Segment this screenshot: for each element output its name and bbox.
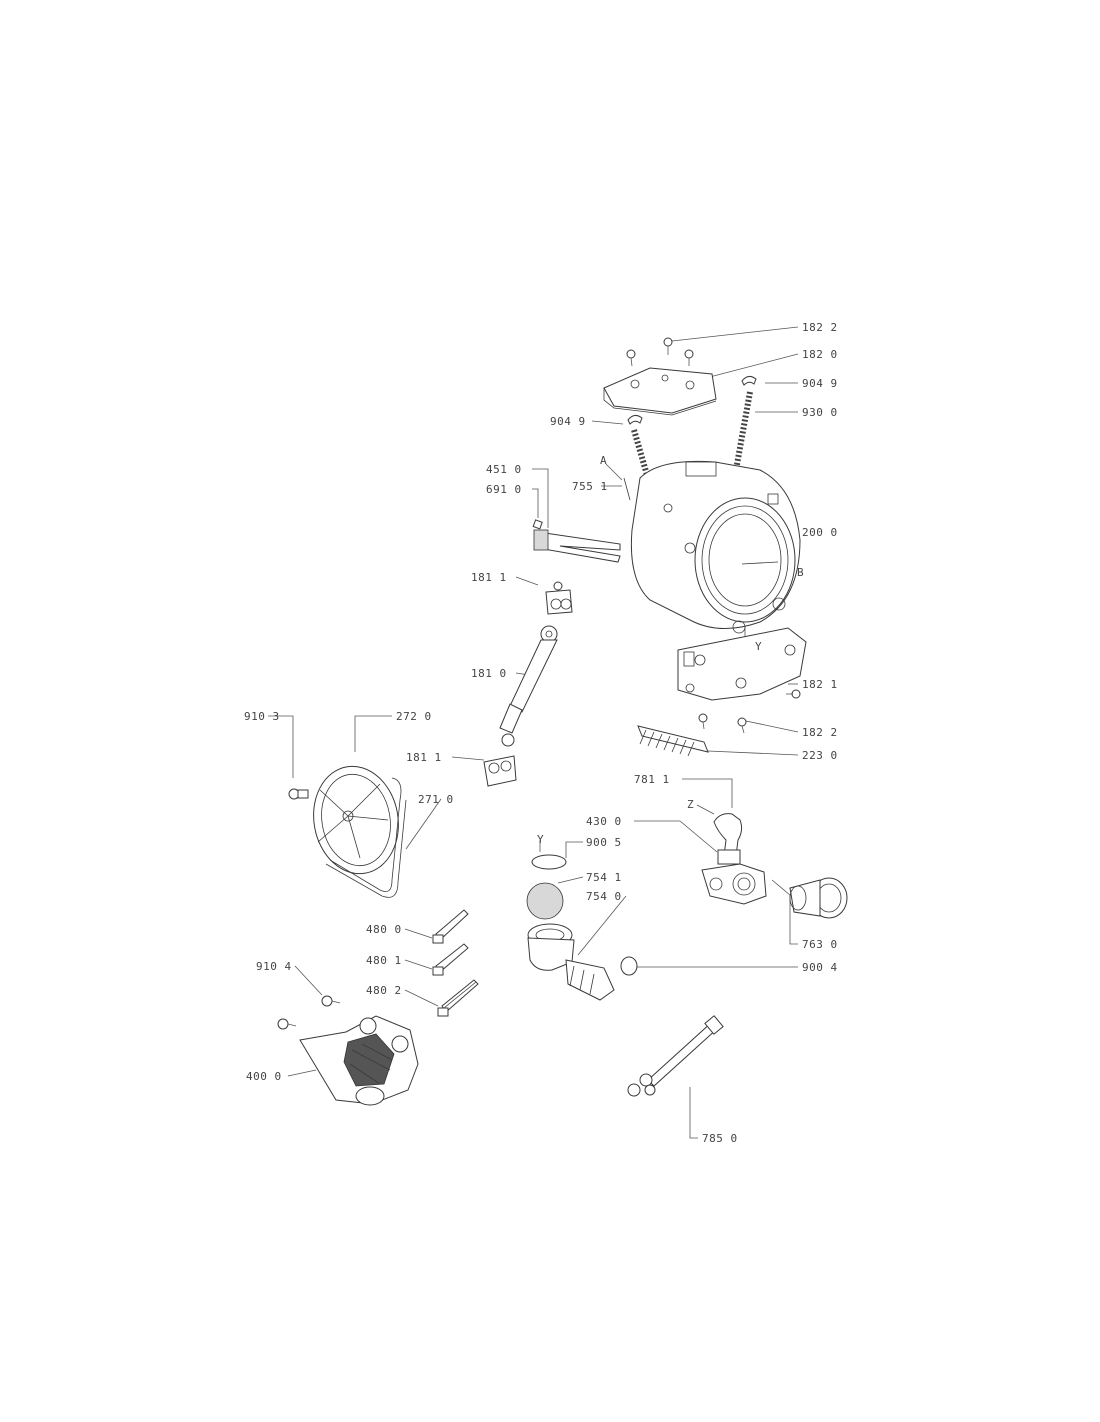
- label-400-0: 400 0: [246, 1070, 282, 1083]
- pump-filter: [789, 877, 848, 919]
- label-480-1: 480 1: [366, 954, 402, 967]
- clip-strip-223-0: [637, 725, 709, 757]
- heating-element: [532, 519, 621, 563]
- pin-755-1: [623, 477, 631, 501]
- drive-belt: [325, 777, 407, 898]
- label-451-0: 451 0: [486, 463, 522, 476]
- label-785-0: 785 0: [702, 1132, 738, 1145]
- label-271-0: 271 0: [418, 793, 454, 806]
- label-930-0: 930 0: [802, 406, 838, 419]
- label-763-0: 763 0: [802, 938, 838, 951]
- hose-clamp-900-4: [620, 956, 638, 976]
- label-480-2: 480 2: [366, 984, 402, 997]
- ball-valve: [526, 882, 564, 920]
- screw-910-3: [288, 788, 309, 800]
- part-number-labels: 182 2 182 0 904 9 930 0 904 9 A 451 0 69…: [244, 321, 838, 1145]
- drain-pump-assembly: [701, 813, 767, 905]
- inlet-hose: [627, 1015, 724, 1097]
- screw-182-1: [786, 689, 801, 699]
- label-910-3: 910 3: [244, 710, 280, 723]
- label-904-9-right: 904 9: [802, 377, 838, 390]
- label-691-0: 691 0: [486, 483, 522, 496]
- top-counterweight: [603, 367, 717, 416]
- shock-absorber: [499, 625, 558, 747]
- label-181-1-bottom: 181 1: [406, 751, 442, 764]
- leader-lines: [268, 326, 799, 1139]
- tub-spring-hoses: [627, 375, 757, 521]
- label-182-2-top: 182 2: [802, 321, 838, 334]
- label-910-4: 910 4: [256, 960, 292, 973]
- label-Y-ring: Y: [537, 833, 544, 846]
- label-480-0: 480 0: [366, 923, 402, 936]
- drive-motor: [299, 1015, 419, 1106]
- label-182-2-bottom: 182 2: [802, 726, 838, 739]
- label-754-0: 754 0: [586, 890, 622, 903]
- label-223-0: 223 0: [802, 749, 838, 762]
- screw-182-2-top: [626, 337, 694, 367]
- label-430-0: 430 0: [586, 815, 622, 828]
- screw-182-2-bottom: [698, 713, 747, 734]
- sump-hose: [527, 923, 615, 1001]
- lower-counterweight: [677, 627, 807, 701]
- screw-910-4: [277, 995, 341, 1030]
- label-181-1-top: 181 1: [471, 571, 507, 584]
- label-B: B: [797, 566, 804, 579]
- label-182-1: 182 1: [802, 678, 838, 691]
- label-900-4: 900 4: [802, 961, 838, 974]
- label-754-1: 754 1: [586, 871, 622, 884]
- label-Z: Z: [687, 798, 694, 811]
- damper-bracket-bottom: [483, 755, 517, 787]
- label-900-5: 900 5: [586, 836, 622, 849]
- label-755-1: 755 1: [572, 480, 608, 493]
- label-Y-tub: Y: [755, 640, 762, 653]
- label-182-0: 182 0: [802, 348, 838, 361]
- label-A: A: [600, 454, 607, 467]
- label-781-1: 781 1: [634, 773, 670, 786]
- seal-ring-900-5: [531, 854, 567, 870]
- damper-bracket-top: [545, 581, 573, 615]
- drum-pulley: [313, 765, 399, 875]
- label-200-0: 200 0: [802, 526, 838, 539]
- label-272-0: 272 0: [396, 710, 432, 723]
- tub-assembly: [630, 460, 801, 634]
- label-181-0: 181 0: [471, 667, 507, 680]
- label-904-9-left: 904 9: [550, 415, 586, 428]
- suspension-studs: [432, 909, 479, 1017]
